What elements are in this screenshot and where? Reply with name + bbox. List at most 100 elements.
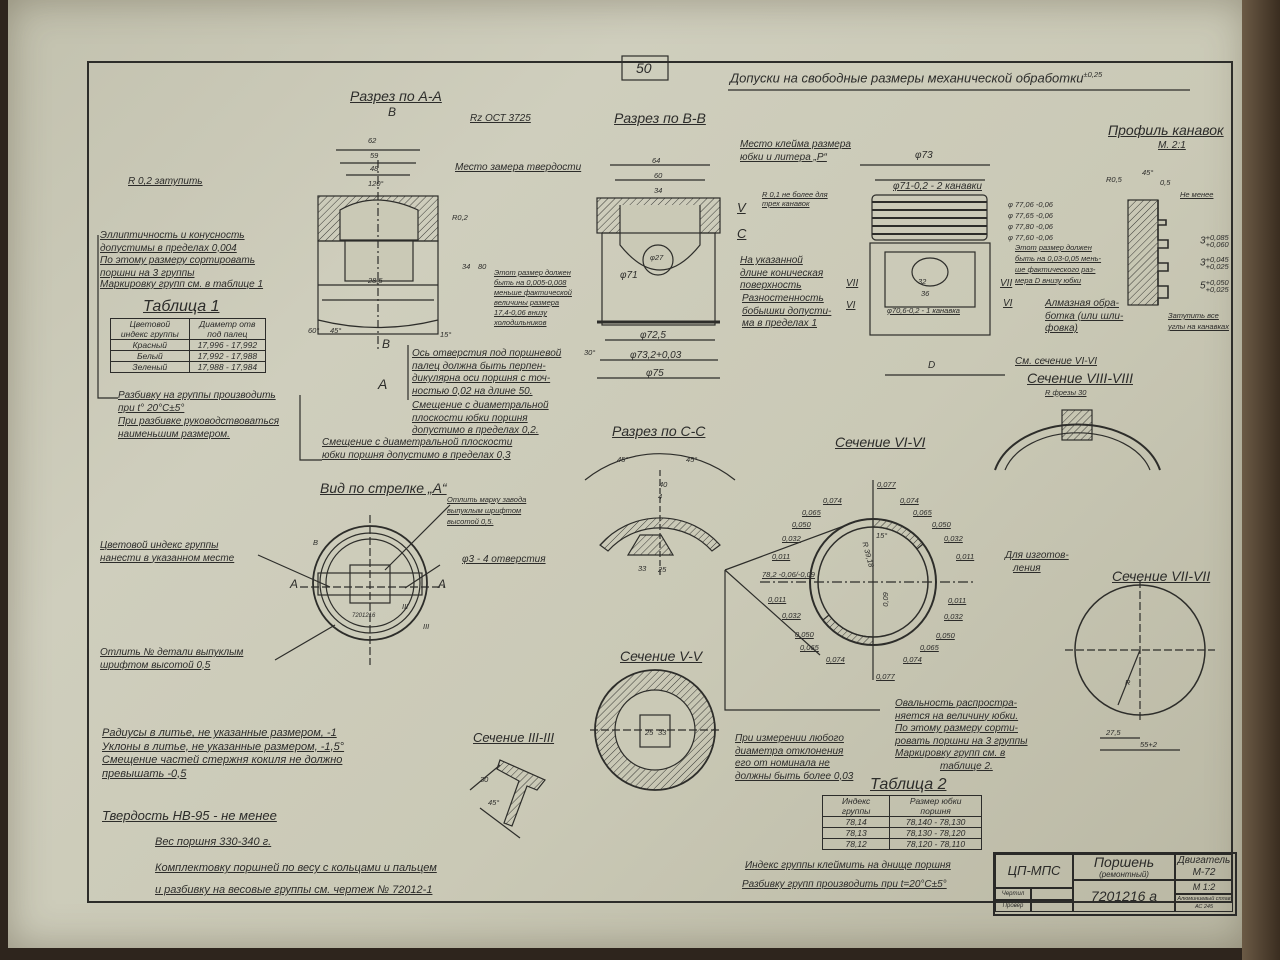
section-aa-drawing [317, 149, 439, 350]
view-a-drawing [257, 504, 451, 665]
part-name-cell: Поршень(ремонтный) [1073, 854, 1175, 880]
note-ovality: Овальность распростра-няется на величину… [895, 698, 1028, 773]
width-lower: +0,025 [1205, 262, 1229, 271]
note-line: холодильников [494, 318, 547, 327]
deviation-label: 0,065 [913, 508, 932, 517]
dim-label: 30° [584, 348, 596, 357]
note-line: 17,4-0,06 внизу [494, 308, 547, 317]
see-section-6: См. сечение VI-VI [1015, 356, 1098, 367]
dim-label: φ72,5 [640, 330, 666, 341]
deviation-label: 0,065 [802, 508, 821, 517]
note-holes: φ3 - 4 отверстия [462, 554, 546, 565]
table-header: Размер юбки поршня [889, 795, 982, 817]
note-line: Комплектовку поршней по весу с кольцами … [155, 862, 437, 874]
dim-label: R0,2 [452, 213, 468, 222]
note-stamp: Индекс группы клеймить на днище поршня [745, 860, 951, 871]
section-cc-title: Разрез по С-С [612, 423, 706, 439]
note-line: фовка) [1045, 323, 1078, 334]
note-line: ма в пределах 1 [742, 318, 818, 329]
note-line: Смещение с диаметральной плоскости [322, 437, 513, 448]
tolerance-value: ±0,25 [1083, 70, 1103, 79]
org-cell: ЦП-МПС [995, 854, 1073, 888]
section-mark: III [423, 622, 430, 631]
section-6-title: Сечение VI-VI [835, 434, 926, 450]
dim-label: φ75 [646, 368, 664, 379]
arrow-a-label: А [378, 376, 388, 392]
note-line: и разбивку на весовые группы см. чертеж … [155, 884, 433, 896]
binder-edge [1242, 0, 1280, 960]
section-7-title: Сечение VII-VII [1112, 568, 1211, 584]
dim-label: 40 [659, 480, 668, 489]
note-line: нанести в указанном месте [100, 552, 235, 564]
note-line: Разбивку на группы производить [118, 390, 276, 401]
note-line: Место клейма размера [740, 139, 851, 150]
note-line: Радиусы в литье, не указанные размером, … [102, 727, 337, 739]
diameter-label: φ 77,60 -0,06 [1008, 233, 1053, 242]
section-mark: V [737, 200, 746, 215]
scale-cell: М 1:2 [1175, 880, 1233, 894]
dim-label: 34 [462, 262, 471, 271]
note-line: Этот размер должен [494, 268, 571, 277]
casting-notes: Радиусы в литье, не указанные размером, … [102, 727, 344, 781]
dim-label: 30 [480, 775, 489, 784]
groove-width-2: 3+0,045+0,025 [1200, 256, 1229, 271]
sheet-number-box [621, 55, 669, 81]
hardness-spot-label: Место замера твердости [455, 162, 582, 173]
dim-label: φ71 [620, 270, 638, 281]
side-view-drawing [860, 164, 1005, 376]
note-line: поршни на 3 группы [100, 267, 195, 279]
section-mark: VI [1003, 298, 1013, 309]
note-diamond: Алмазная обра-ботка (или шли-фовка) [1045, 298, 1123, 336]
groove-width-1: 3+0,085+0,060 [1200, 234, 1229, 249]
note-line: ботка (или шли- [1045, 310, 1124, 322]
note-line: углы на канавках [1168, 322, 1229, 331]
groove-profile-scale: М. 2:1 [1158, 140, 1186, 151]
dim-label: 25 [658, 565, 667, 574]
note-line: шрифтом высотой 0,5 [100, 659, 211, 671]
radius-note: R 0,2 затупить [128, 176, 203, 187]
section-3-title: Сечение III-III [473, 730, 555, 745]
section-mark: VII [846, 278, 859, 289]
note-line: дикулярна оси поршня с точ- [412, 373, 551, 384]
note-line: По этому размеру сорти- [895, 723, 1019, 734]
note-marking: Маркировку групп см. в таблице 1 [100, 279, 264, 290]
section-8-note: R фрезы 30 [1045, 388, 1087, 397]
table-cell: 17,988 - 17,984 [188, 361, 267, 373]
deviation-label: 0,074 [823, 496, 842, 505]
note-line: превышать -0,5 [102, 767, 187, 780]
note-line: На указанной [740, 255, 803, 266]
section-5-drawing [590, 669, 720, 791]
table-cell: 17,996 - 17,992 [188, 339, 267, 351]
note-line: Отлить марку завода [447, 495, 527, 504]
section-5-title: Сечение V-V [620, 648, 703, 664]
note-line: палец должна быть перпен- [412, 360, 546, 372]
roughness-label: Rz ОСТ 3725 [470, 113, 531, 124]
table-cell: 78,14 [821, 816, 891, 828]
dim-label: 27,5 [1106, 728, 1121, 737]
view-a-title: Вид по стрелке „А“ [320, 480, 447, 496]
note-group-temp: Разбивку групп производить при t=20°C±5° [742, 879, 947, 890]
label-top: 0,077 [877, 480, 896, 489]
dim-label: 48 [370, 164, 379, 173]
drawing-number: 7201216 а [1073, 880, 1175, 912]
drawing-frame [87, 61, 1233, 903]
note-line: быть на 0,005-0,008 [494, 278, 567, 287]
checked-signature [1031, 900, 1073, 912]
dim-label: 45° [686, 455, 698, 464]
width-base: 3 [1200, 257, 1206, 269]
width-base: 3 [1200, 235, 1206, 247]
groove-profile-drawing [1127, 199, 1169, 306]
